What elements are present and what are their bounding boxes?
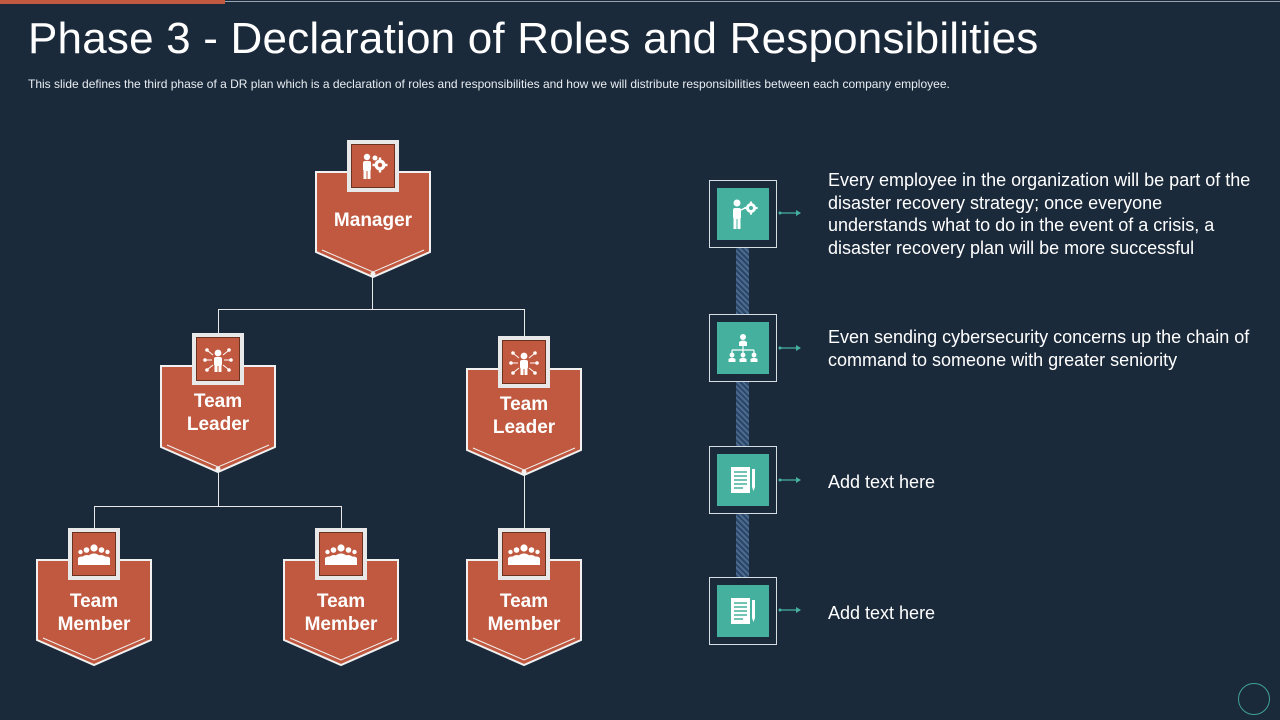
team-leader-network-icon bbox=[203, 348, 233, 372]
group-people-icon bbox=[78, 544, 110, 565]
shield-shape bbox=[466, 559, 582, 667]
team-member-icon-frame bbox=[498, 528, 550, 580]
top-rule bbox=[225, 1, 1280, 2]
timeline-icon-box bbox=[709, 446, 777, 514]
timeline-text: Add text here bbox=[828, 472, 936, 492]
group-people-icon bbox=[508, 544, 540, 565]
timeline-icon-box bbox=[709, 577, 777, 645]
manager-label: Manager bbox=[333, 210, 413, 231]
timeline-text: Add text here bbox=[828, 603, 936, 623]
shield-shape bbox=[315, 171, 431, 279]
arrow-right-icon bbox=[778, 345, 801, 351]
presenter-gear-icon bbox=[733, 199, 758, 229]
team-leader-network-icon bbox=[509, 351, 539, 375]
connector-line bbox=[372, 277, 373, 309]
timeline-text: Even sending cybersecurity concerns up t… bbox=[828, 327, 1250, 370]
manager-icon-frame bbox=[347, 140, 399, 192]
team-member-label: Team Member bbox=[487, 591, 561, 635]
arrow-right-icon bbox=[778, 210, 801, 216]
connector-line bbox=[94, 506, 95, 529]
document-pen-icon bbox=[731, 467, 755, 493]
team-leader-label: Team Leader bbox=[492, 394, 556, 438]
team-member-node: Team Member bbox=[35, 528, 153, 668]
corner-circle-icon bbox=[1238, 683, 1270, 715]
arrow-right-icon bbox=[778, 477, 801, 483]
shield-shape bbox=[466, 368, 582, 477]
top-accent-bar bbox=[0, 0, 225, 4]
manager-node: Manager bbox=[314, 140, 432, 280]
shield-shape bbox=[283, 559, 399, 667]
team-member-node: Team Member bbox=[465, 528, 583, 668]
team-member-label: Team Member bbox=[57, 591, 131, 635]
connector-line bbox=[218, 309, 525, 310]
slide-subtitle: This slide defines the third phase of a … bbox=[28, 77, 950, 91]
document-pen-icon bbox=[731, 598, 755, 624]
team-member-label: Team Member bbox=[304, 591, 378, 635]
team-leader-icon-frame bbox=[192, 333, 244, 385]
team-leader-node: Team Leader bbox=[159, 333, 277, 475]
connector-line bbox=[94, 506, 342, 507]
timeline-text: Every employee in the organization will … bbox=[828, 170, 1251, 258]
team-member-node: Team Member bbox=[282, 528, 400, 668]
manager-gear-icon bbox=[363, 153, 388, 179]
slide-title: Phase 3 - Declaration of Roles and Respo… bbox=[28, 14, 1039, 63]
group-people-icon bbox=[325, 544, 357, 565]
timeline-icon-box bbox=[709, 314, 777, 382]
hierarchy-icon bbox=[728, 334, 758, 362]
team-leader-node: Team Leader bbox=[465, 336, 583, 478]
connector-line bbox=[341, 506, 342, 529]
arrow-right-icon bbox=[778, 607, 801, 613]
timeline-bar bbox=[736, 245, 749, 580]
shield-shape bbox=[160, 365, 276, 474]
connector-line bbox=[524, 309, 525, 338]
timeline-icon-box bbox=[709, 180, 777, 248]
team-leader-label: Team Leader bbox=[186, 391, 250, 435]
connector-line bbox=[524, 475, 525, 529]
team-member-icon-frame bbox=[315, 528, 367, 580]
connector-line bbox=[218, 473, 219, 506]
team-member-icon-frame bbox=[68, 528, 120, 580]
connector-line bbox=[218, 309, 219, 336]
team-leader-icon-frame bbox=[498, 336, 550, 388]
shield-shape bbox=[36, 559, 152, 667]
